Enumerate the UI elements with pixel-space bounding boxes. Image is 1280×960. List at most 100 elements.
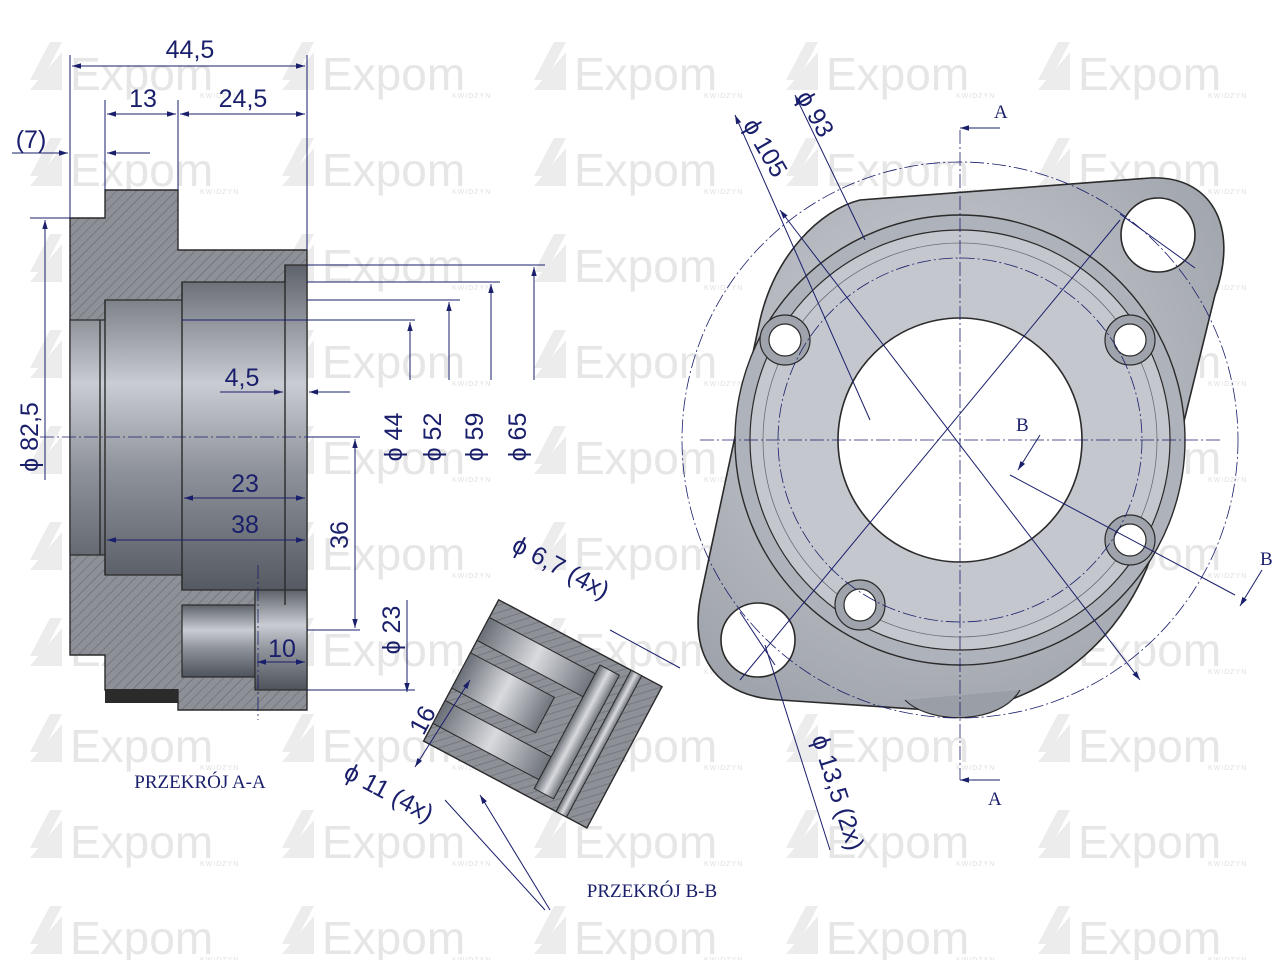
marker-b-right: B [1260,549,1273,570]
svg-text:Expom: Expom [1078,912,1221,960]
svg-text:KWIDZYN: KWIDZYN [200,765,239,772]
svg-text:Expom: Expom [322,624,465,676]
svg-text:Expom: Expom [70,720,213,772]
svg-text:KWIDZYN: KWIDZYN [200,189,239,196]
svg-text:Expom: Expom [1078,720,1221,772]
svg-text:Expom: Expom [322,528,465,580]
dim-phi-59: ϕ 59 [461,413,489,462]
dim-phi-44: ϕ 44 [380,413,408,462]
svg-text:KWIDZYN: KWIDZYN [1208,573,1247,580]
marker-a-top: A [994,102,1008,123]
dim-phi-52: ϕ 52 [419,413,447,462]
svg-text:KWIDZYN: KWIDZYN [1208,765,1247,772]
section-a-a: 44,5 13 24,5 (7) ϕ 82,5 4,5 23 38 36 10 … [12,36,545,793]
svg-text:Expom: Expom [826,720,969,772]
section-a-channel [181,604,256,678]
dim-44-5: 44,5 [166,36,215,64]
svg-text:KWIDZYN: KWIDZYN [704,381,743,388]
section-a-channel-bore [254,589,308,691]
svg-text:KWIDZYN: KWIDZYN [704,189,743,196]
svg-text:Expom: Expom [70,912,213,960]
dim-10: 10 [268,635,296,663]
svg-text:KWIDZYN: KWIDZYN [452,477,491,484]
svg-text:Expom: Expom [322,912,465,960]
svg-text:Expom: Expom [826,816,969,868]
svg-text:Expom: Expom [322,432,465,484]
svg-text:Expom: Expom [1078,816,1221,868]
svg-text:KWIDZYN: KWIDZYN [1208,477,1247,484]
svg-text:KWIDZYN: KWIDZYN [1208,189,1247,196]
dim-7: (7) [16,126,47,154]
svg-text:Expom: Expom [322,240,465,292]
dim-13: 13 [129,85,157,113]
svg-text:Expom: Expom [1078,48,1221,100]
svg-text:KWIDZYN: KWIDZYN [1208,285,1247,292]
caption-section-b: PRZEKRÓJ B-B [587,880,717,902]
svg-text:Expom: Expom [322,144,465,196]
dim-23: 23 [231,470,259,498]
o-ring [105,689,178,703]
svg-text:Expom: Expom [322,816,465,868]
caption-section-a: PRZEKRÓJ A-A [134,771,266,793]
svg-text:KWIDZYN: KWIDZYN [200,861,239,868]
svg-text:KWIDZYN: KWIDZYN [704,765,743,772]
dim-phi-82-5: ϕ 82,5 [16,402,44,472]
svg-text:Expom: Expom [574,240,717,292]
svg-text:Expom: Expom [826,912,969,960]
dim-phi-105: ϕ 105 [737,114,793,182]
svg-text:Expom: Expom [826,48,969,100]
svg-text:Expom: Expom [70,816,213,868]
dim-24-5: 24,5 [219,85,268,113]
svg-text:KWIDZYN: KWIDZYN [452,381,491,388]
svg-text:KWIDZYN: KWIDZYN [1208,93,1247,100]
svg-text:KWIDZYN: KWIDZYN [452,765,491,772]
svg-text:KWIDZYN: KWIDZYN [452,957,491,960]
svg-text:KWIDZYN: KWIDZYN [956,93,995,100]
dim-phi-65: ϕ 65 [504,413,532,462]
svg-text:KWIDZYN: KWIDZYN [1208,669,1247,676]
svg-text:Expom: Expom [574,144,717,196]
svg-text:KWIDZYN: KWIDZYN [452,285,491,292]
svg-text:KWIDZYN: KWIDZYN [1208,861,1247,868]
svg-text:Expom: Expom [574,912,717,960]
svg-text:Expom: Expom [322,48,465,100]
dim-phi-23: ϕ 23 [378,606,406,655]
svg-text:KWIDZYN: KWIDZYN [452,93,491,100]
svg-text:KWIDZYN: KWIDZYN [956,861,995,868]
svg-text:Expom: Expom [574,48,717,100]
svg-text:Expom: Expom [574,816,717,868]
svg-text:Expom: Expom [574,432,717,484]
svg-text:KWIDZYN: KWIDZYN [704,285,743,292]
svg-text:KWIDZYN: KWIDZYN [1208,957,1247,960]
front-view: A A B B ϕ 105 ϕ 93 ϕ 13,5 (2x) [681,86,1273,854]
svg-text:KWIDZYN: KWIDZYN [704,477,743,484]
svg-text:KWIDZYN: KWIDZYN [452,861,491,868]
svg-text:KWIDZYN: KWIDZYN [704,93,743,100]
